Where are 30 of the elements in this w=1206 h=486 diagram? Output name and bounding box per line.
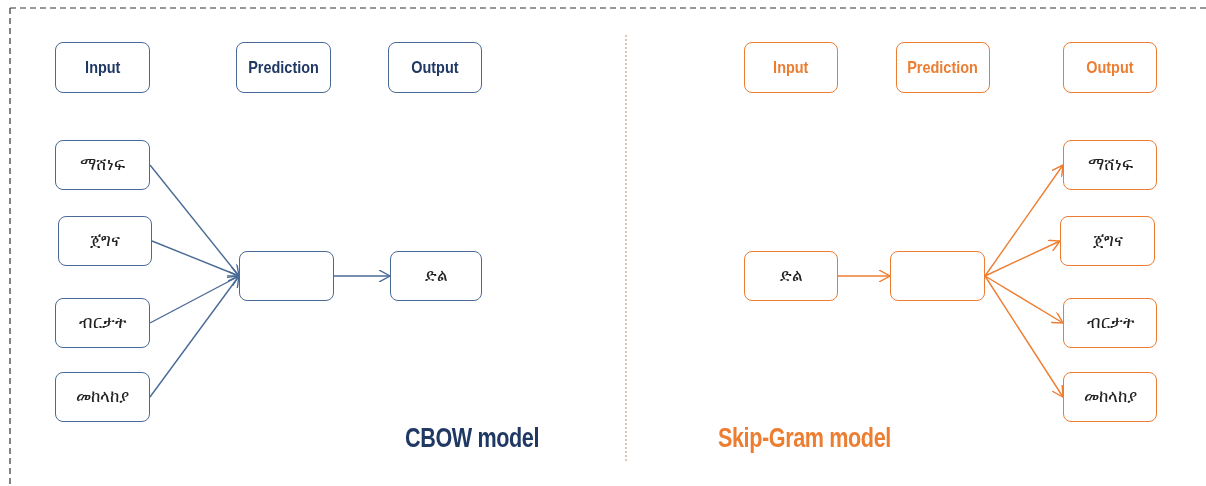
text-box: ማሸነፍ [55,140,150,190]
text-box: ድል [390,251,482,301]
model-title: Skip-Gram model [718,423,891,454]
text-box: Prediction [236,42,331,93]
arrow [837,269,891,283]
empty-box [239,251,334,301]
text-box: Input [744,42,838,93]
arrow [151,240,240,279]
text-box: Prediction [896,42,990,93]
text-box: ድል [744,251,838,301]
text-box: ማሸነፍ [1063,140,1157,190]
arrow [149,275,240,398]
empty-box [890,251,985,301]
text-box: ብርታት [55,298,150,348]
arrow [149,275,240,324]
text-box: ብርታት [1063,298,1157,348]
text-box: ጀግና [1060,216,1155,266]
arrow [149,164,240,277]
arrow [984,239,1061,277]
model-title: CBOW model [405,423,539,454]
text-box: መከላከያ [1063,372,1157,422]
text-box: ጀግና [58,216,152,266]
text-box: Input [55,42,150,93]
arrow [984,275,1064,398]
arrow [333,269,391,283]
text-box: Output [388,42,482,93]
arrow [984,164,1064,277]
text-box: መከላከያ [55,372,150,422]
text-box: Output [1063,42,1157,93]
arrow [984,275,1064,324]
